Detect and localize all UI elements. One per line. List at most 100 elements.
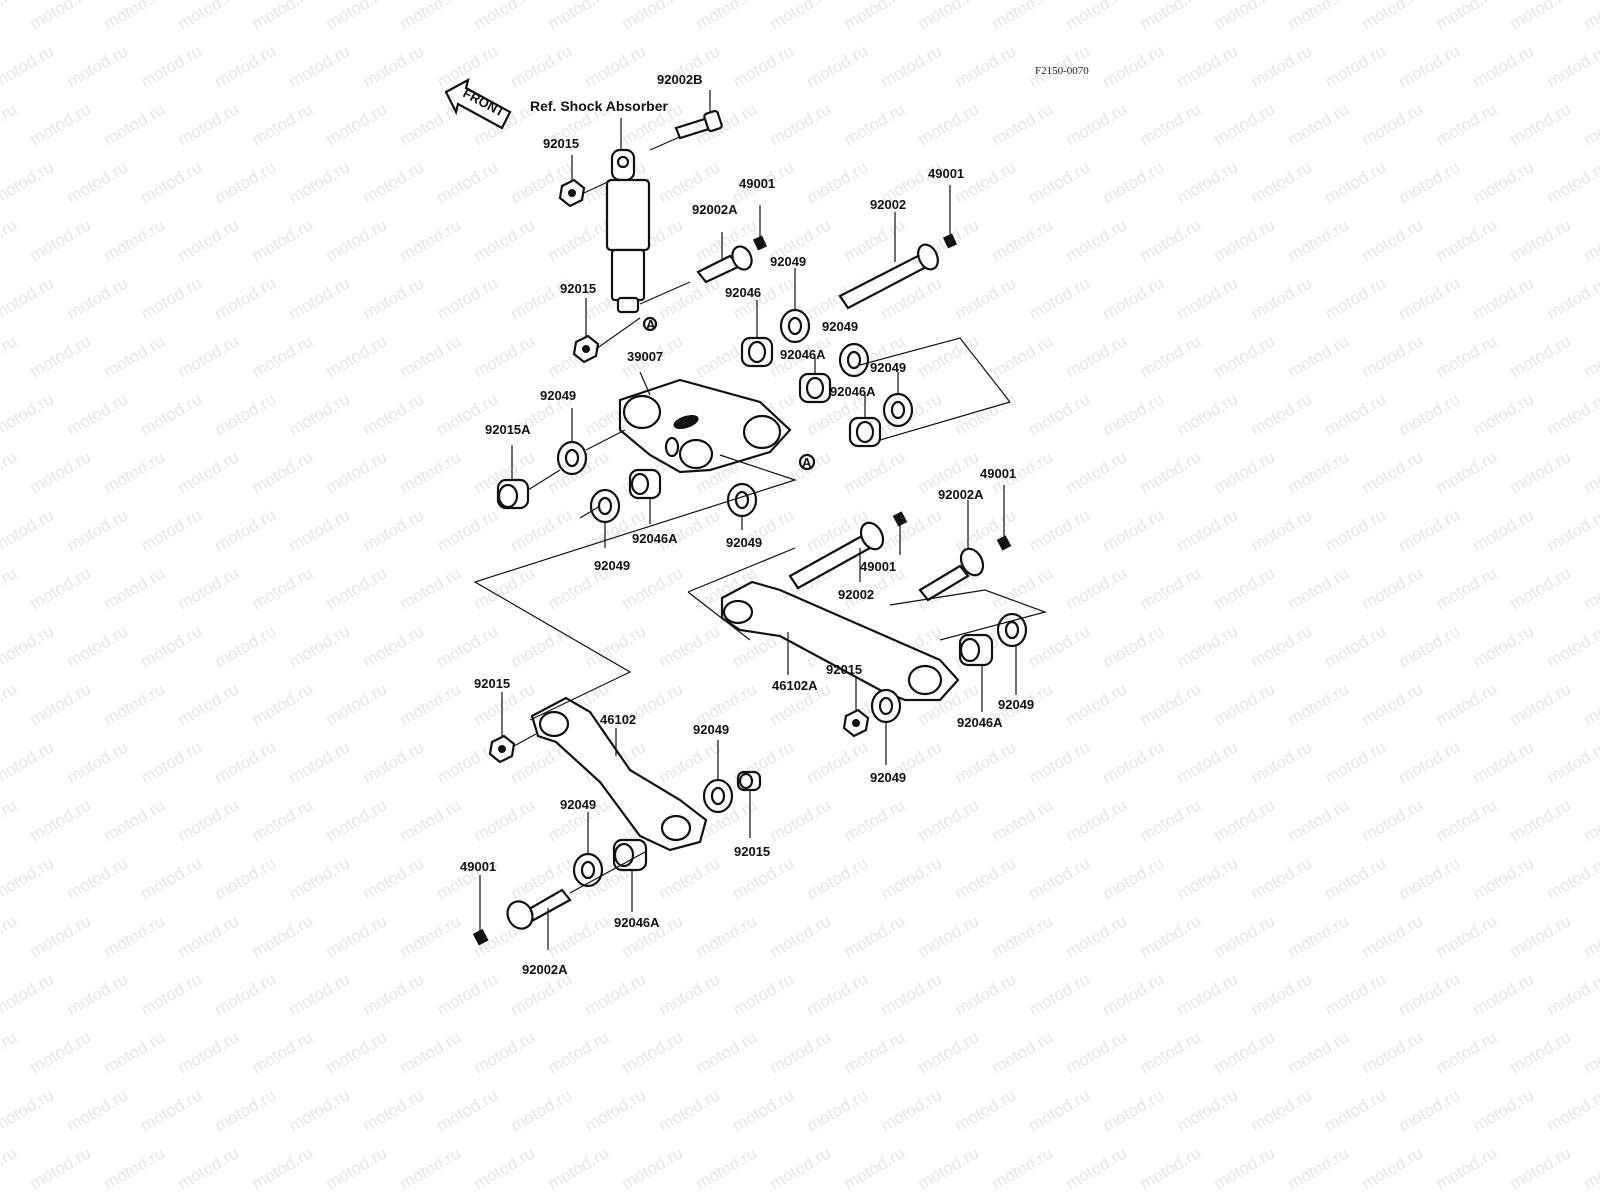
watermark-text: motod.ru [1285,1027,1353,1077]
watermark-text: motod.ru [767,0,835,33]
watermark-text: motod.ru [1211,679,1279,729]
watermark-text: motod.ru [878,853,946,903]
watermark-text: motod.ru [175,331,243,381]
watermark-text: motod.ru [1285,911,1353,961]
watermark-text: motod.ru [1581,447,1600,497]
watermark-text: motod.ru [101,795,169,845]
watermark-text: motod.ru [0,331,20,381]
watermark-text: motod.ru [0,795,20,845]
watermark-text: motod.ru [1544,273,1600,323]
watermark-text: motod.ru [952,389,1020,439]
watermark-text: motod.ru [1137,447,1205,497]
watermark-text: motod.ru [397,679,465,729]
watermark-text: motod.ru [1063,0,1131,33]
part-label-13: 92046A [830,384,876,399]
watermark-text: motod.ru [434,969,502,1019]
part-label-15: 92015A [485,422,531,437]
watermark-text: motod.ru [434,505,502,555]
part-label-18: 92049 [726,535,762,550]
part-label-1: 92015 [543,136,579,151]
part-label-4: 92002 [870,197,906,212]
part-label-7: 92015 [560,281,596,296]
watermark-text: motod.ru [471,1143,539,1193]
watermark-text: motod.ru [360,853,428,903]
watermark-text: motod.ru [1359,0,1427,33]
watermark-text: motod.ru [64,621,132,671]
watermark-text: motod.ru [767,1027,835,1077]
watermark-text: motod.ru [1174,505,1242,555]
watermark-text: motod.ru [175,795,243,845]
watermark-text: motod.ru [989,99,1057,149]
part-label-8: 92046 [725,285,761,300]
part-label-16: 92049 [594,558,630,573]
watermark-text: motod.ru [323,563,391,613]
bushing-92046a-d [958,633,994,712]
watermark-text: motod.ru [360,157,428,207]
pin-92002a-right [918,485,1012,602]
watermark-text: motod.ru [64,41,132,91]
watermark-text: motod.ru [1211,1143,1279,1193]
watermark-text: motod.ru [1359,1027,1427,1077]
watermark-text: motod.ru [286,737,354,787]
watermark-text: motod.ru [1137,99,1205,149]
watermark-text: motod.ru [27,1143,95,1193]
part-label-25: 92049 [870,770,906,785]
watermark-text: motod.ru [1174,41,1242,91]
watermark-text: motod.ru [1137,795,1205,845]
watermark-text: motod.ru [0,853,57,903]
bushing-92046a-a [798,356,832,404]
watermark-text: motod.ru [767,447,835,497]
watermark-text: motod.ru [138,969,206,1019]
watermark-text: motod.ru [1322,853,1390,903]
watermark-text: motod.ru [249,911,317,961]
watermark-text: motod.ru [1137,1027,1205,1077]
watermark-text: motod.ru [101,447,169,497]
nut-92015-right [842,678,870,738]
watermark-text: motod.ru [952,157,1020,207]
watermark-text: motod.ru [1322,41,1390,91]
watermark-text: motod.ru [1544,737,1600,787]
watermark-text: motod.ru [286,157,354,207]
watermark-text: motod.ru [1544,157,1600,207]
watermark-text: motod.ru [1581,331,1600,381]
watermark-text: motod.ru [841,0,909,33]
svg-text:A: A [802,455,812,470]
watermark-text: motod.ru [64,157,132,207]
watermark-text: motod.ru [1470,1085,1538,1135]
pin-92002-middle [788,511,908,590]
watermark-text: motod.ru [175,911,243,961]
watermark-text: motod.ru [27,795,95,845]
watermark-text: motod.ru [1137,0,1205,33]
watermark-text: motod.ru [27,331,95,381]
watermark-text: motod.ru [1544,1085,1600,1135]
watermark-text: motod.ru [27,447,95,497]
nut-92015-mid [572,298,641,364]
part-label-32: 92015 [734,844,770,859]
diagram-code: F2150-0070 [1035,65,1089,77]
watermark-text: motod.ru [249,215,317,265]
watermark-text: motod.ru [841,911,909,961]
watermark-text: motod.ru [804,969,872,1019]
watermark-text: motod.ru [0,41,57,91]
watermark-text: motod.ru [0,621,57,671]
watermark-text: motod.ru [1063,99,1131,149]
watermark-text: motod.ru [323,0,391,33]
part-label-12: 92049 [870,360,906,375]
watermark-text: motod.ru [1507,563,1575,613]
watermark-text: motod.ru [138,157,206,207]
watermark-text: motod.ru [175,679,243,729]
watermark-text: motod.ru [1581,1027,1600,1077]
watermark-text: motod.ru [101,0,169,33]
watermark-text: motod.ru [1248,41,1316,91]
seal-92049-j [572,812,604,888]
watermark-text: motod.ru [656,853,724,903]
watermark-text: motod.ru [656,157,724,207]
watermark-text: motod.ru [878,41,946,91]
watermark-text: motod.ru [656,621,724,671]
watermark-text: motod.ru [989,215,1057,265]
watermark-text: motod.ru [323,1027,391,1077]
watermark-text: motod.ru [1322,505,1390,555]
watermark-text: motod.ru [212,1085,280,1135]
part-label-19: 49001 [980,466,1016,481]
watermark-text: motod.ru [434,273,502,323]
